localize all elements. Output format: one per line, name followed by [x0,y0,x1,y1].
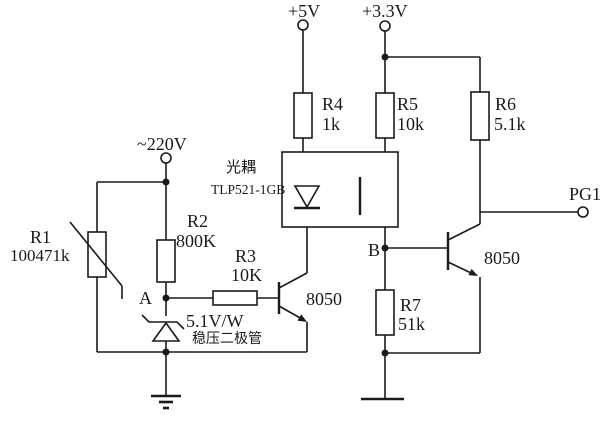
label-r1-ref: R1 [30,227,51,247]
label-opto-name: 光耦 [226,159,256,176]
varistor-stroke [69,221,123,299]
label-r7-value: 51k [398,314,425,334]
resistor-r7-body [375,289,395,336]
terminal-3v3 [379,20,391,32]
label-node-a: A [139,288,152,308]
terminal-pg1 [577,206,589,218]
label-3v3: +3.3V [362,1,408,21]
label-r3-ref: R3 [235,246,256,266]
label-node-b: B [368,240,380,260]
label-r6-ref: R6 [495,94,516,114]
ground-left [151,394,181,410]
zener-diode [141,314,185,342]
label-zener-name: 稳压二极管 [192,331,262,347]
label-r6-value: 5.1k [494,114,526,134]
label-r4-value: 1k [322,114,340,134]
label-220v: ~220V [137,134,187,154]
label-r3-value: 10K [231,265,262,285]
label-r4-ref: R4 [322,94,343,114]
label-pg1: PG1 [569,184,601,204]
q1-emitter-arrow [297,314,307,322]
label-q1: 8050 [306,289,342,309]
label-r1-value: 100471k [10,246,70,265]
label-5v: +5V [288,1,320,21]
resistor-r2-body [156,239,176,283]
junction-dots [162,53,389,357]
resistor-r6-body [470,91,490,141]
resistor-r3-body [212,290,258,306]
resistor-r4-body [293,92,313,139]
label-opto-part: TLP521-1GB [211,182,285,197]
label-r7-ref: R7 [400,295,421,315]
q2-emitter-arrow [468,268,478,276]
label-r2-ref: R2 [187,211,208,231]
terminal-5v [297,19,309,31]
label-q2: 8050 [484,248,520,268]
label-r5-ref: R5 [397,94,418,114]
label-r5-value: 10k [397,114,424,134]
opto-led [293,185,321,210]
label-zener-value: 5.1V/W [186,311,244,331]
label-r2-value: 800K [176,231,216,251]
resistor-r5-body [375,92,395,139]
terminal-220v [160,152,172,164]
